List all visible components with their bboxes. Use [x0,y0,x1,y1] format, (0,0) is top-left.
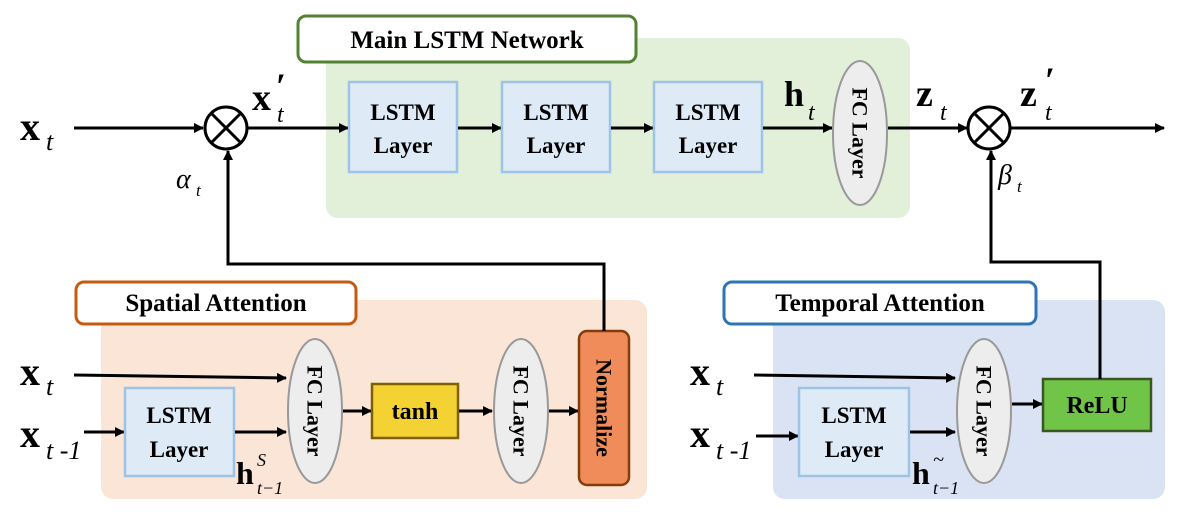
svg-text:FC Layer: FC Layer [848,87,873,178]
temporal-attention-title-text: Temporal Attention [775,290,985,317]
svg-text:FC Layer: FC Layer [509,365,534,456]
svg-text:′: ′ [276,66,286,106]
z-t-label: z t [916,73,948,126]
main-lstm-layer-1: LSTM Layer [347,80,459,174]
spatial-attention-title-text: Spatial Attention [125,290,306,317]
svg-text:z: z [916,73,933,115]
svg-text:x: x [252,77,271,119]
temporal-lstm-layer: LSTM Layer [797,386,911,478]
multiply-node-beta [966,105,1012,151]
svg-text:x: x [20,411,40,456]
z-prime-t-label: z ′ t [1020,60,1055,126]
svg-text:LSTM: LSTM [821,403,886,428]
svg-text:h: h [912,455,930,491]
arrow-xt-to-temporal-fc [753,372,956,383]
svg-text:LSTM: LSTM [370,100,435,125]
svg-text:t: t [46,127,54,156]
main-fc-layer: FC Layer [832,60,888,206]
multiply-node-alpha [203,105,249,151]
svg-text:Normalize: Normalize [592,359,617,457]
svg-text:t -1: t -1 [716,436,751,465]
input-x-t-minus-1-spatial: x t -1 [20,411,81,465]
main-lstm-title: Main LSTM Network [296,14,638,64]
beta-t-label: β t [997,160,1023,196]
svg-text:t: t [1017,177,1023,196]
tanh-block: tanh [370,382,460,440]
input-x-t-minus-1-temporal: x t -1 [690,411,751,465]
spatial-lstm-layer: LSTM Layer [123,386,236,478]
temporal-attention-title: Temporal Attention [722,280,1038,326]
svg-text:t: t [940,100,948,126]
arrow-xt-to-spatial-fc [73,372,287,383]
input-x-t-spatial: x t [20,349,54,401]
svg-text:h: h [236,455,254,491]
h-t-label: h t [784,74,816,126]
normalize-block: Normalize [577,329,631,487]
svg-text:LSTM: LSTM [523,100,588,125]
svg-text:Layer: Layer [150,437,209,462]
svg-text:Layer: Layer [527,133,586,158]
svg-text:Layer: Layer [679,133,738,158]
svg-text:t: t [277,102,285,128]
input-x-t-temporal: x t [690,349,724,401]
svg-text:z: z [1020,73,1037,115]
main-lstm-layer-2: LSTM Layer [500,80,612,174]
svg-text:t: t [716,372,724,401]
svg-text:x: x [20,349,40,394]
svg-text:LSTM: LSTM [675,100,740,125]
svg-text:α: α [176,164,192,195]
main-lstm-title-text: Main LSTM Network [350,27,583,54]
spatial-attention-title: Spatial Attention [74,280,358,326]
svg-text:′: ′ [1045,60,1055,100]
arrow-normalize-to-alpha [223,150,606,331]
svg-text:t: t [196,181,202,200]
svg-text:LSTM: LSTM [146,403,211,428]
main-lstm-layer-3: LSTM Layer [652,80,764,174]
svg-text:S: S [257,450,266,470]
svg-text:Layer: Layer [825,437,884,462]
svg-text:ReLU: ReLU [1066,393,1127,419]
h-t-minus-1-s-label: h S t−1 [236,450,283,498]
spatial-fc-layer-2: FC Layer [493,338,549,484]
svg-text:x: x [690,411,710,456]
spatial-fc-layer-1: FC Layer [287,338,343,484]
svg-text:t: t [808,100,816,126]
svg-text:β: β [997,160,1012,191]
relu-block: ReLU [1041,377,1153,433]
svg-text:t: t [46,372,54,401]
svg-text:t: t [1045,100,1053,126]
svg-text:x: x [20,104,40,149]
svg-text:t−1: t−1 [933,478,959,498]
input-x-t-main: x t [20,104,54,156]
h-t-minus-1-tilde-label: h ~ t−1 [912,449,959,498]
x-prime-t-label: x ′ t [252,66,286,128]
svg-text:tanh: tanh [392,399,439,425]
svg-text:Layer: Layer [374,133,433,158]
svg-text:h: h [784,74,804,114]
svg-text:FC Layer: FC Layer [303,365,328,456]
svg-text:~: ~ [933,449,944,471]
arrow-relu-to-beta [986,150,1102,379]
svg-text:x: x [690,349,710,394]
svg-text:t−1: t−1 [257,478,283,498]
alpha-t-label: α t [176,164,202,200]
svg-text:t -1: t -1 [46,436,81,465]
temporal-fc-layer: FC Layer [956,338,1012,484]
svg-text:FC Layer: FC Layer [972,365,997,456]
